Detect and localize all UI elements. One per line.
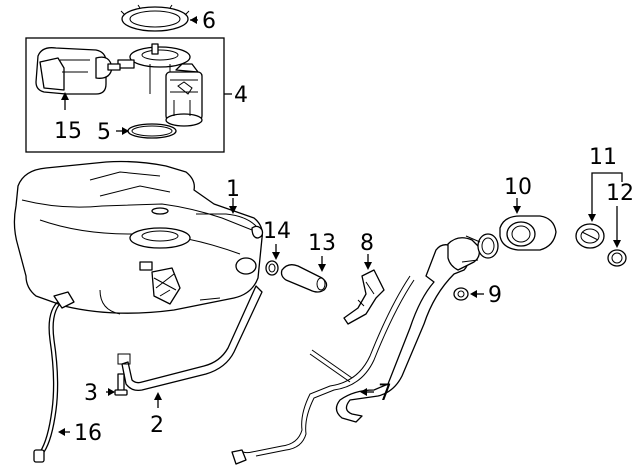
cap-gasket	[607, 249, 627, 267]
callout-1: 1	[226, 177, 240, 202]
callout-7: 7	[378, 381, 392, 406]
wire-harness	[33, 291, 75, 463]
filler-bracket	[343, 269, 385, 325]
callout-14: 14	[263, 219, 291, 244]
fuel-pump-box	[25, 37, 225, 153]
filler-housing	[499, 215, 557, 251]
callout-12: 12	[606, 181, 634, 206]
fuel-pump-module	[117, 43, 203, 127]
callout-4: 4	[234, 83, 248, 108]
callout-10: 10	[504, 175, 532, 200]
callout-3: 3	[84, 381, 98, 406]
callout-9: 9	[488, 283, 502, 308]
grommet	[453, 287, 469, 301]
bolt	[114, 373, 128, 396]
hose-clamp	[265, 260, 279, 276]
callout-15: 15	[54, 119, 82, 144]
callout-16: 16	[74, 421, 102, 446]
pump-housing-15	[35, 47, 121, 95]
lock-ring	[120, 4, 190, 32]
seal-5	[127, 123, 177, 139]
callout-6: 6	[202, 9, 216, 34]
callout-13: 13	[308, 231, 336, 256]
filler-pipe	[231, 233, 499, 465]
callout-8: 8	[360, 231, 374, 256]
callout-5: 5	[97, 120, 111, 145]
tank-strap	[117, 285, 263, 392]
callout-11: 11	[589, 145, 617, 170]
callout-2: 2	[150, 413, 164, 438]
fuel-hose	[280, 264, 328, 293]
fuel-tank	[13, 160, 264, 315]
fuel-cap	[575, 223, 605, 249]
